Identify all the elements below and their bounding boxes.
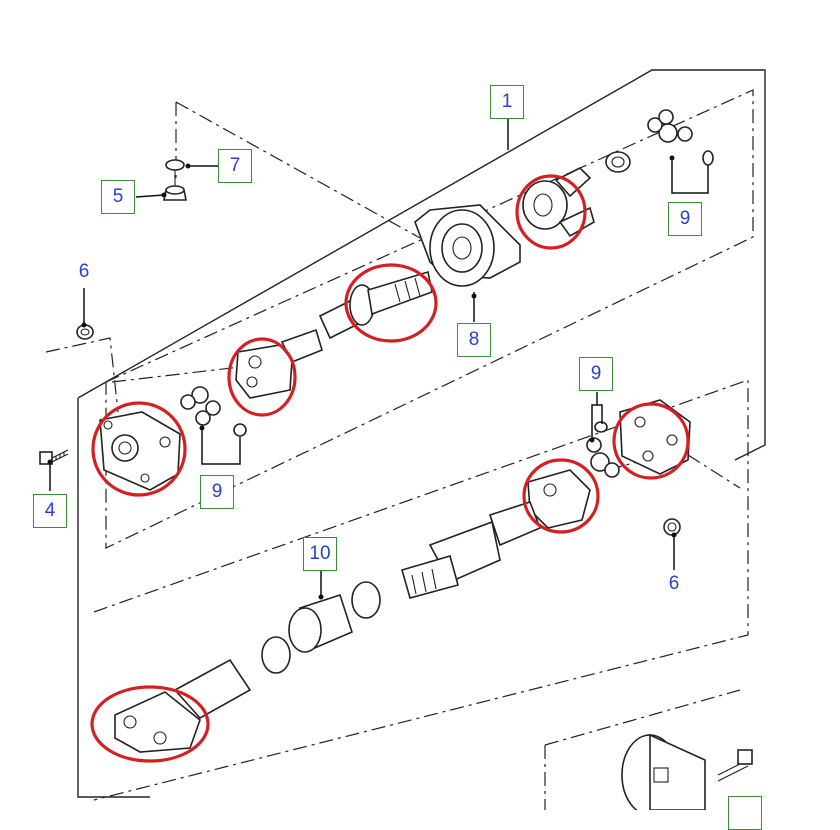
upper-dashed-boundary xyxy=(105,89,754,549)
boot-and-rings xyxy=(261,581,381,674)
center-bearing xyxy=(414,204,521,287)
highlight-rings xyxy=(90,174,690,763)
nut-6-lower xyxy=(663,518,681,536)
driveshaft-exploded-diagram xyxy=(39,69,766,810)
front-shaft xyxy=(318,270,433,340)
callout-5: 5 xyxy=(101,180,135,214)
bolt-part-4 xyxy=(39,449,69,465)
center-axis-dashed xyxy=(45,337,301,413)
callout-7: 7 xyxy=(218,149,252,183)
callout-9-right: 9 xyxy=(579,357,613,391)
bottom-right-parts xyxy=(621,733,753,810)
bracket-dashed xyxy=(175,101,421,239)
companion-flange xyxy=(99,411,181,491)
callout-6-upper: 6 xyxy=(78,261,90,282)
callout-6-lower: 6 xyxy=(668,573,680,594)
callout-9-top: 9 xyxy=(668,202,702,236)
leader-lines xyxy=(47,118,709,600)
nut-and-washer-5-7 xyxy=(163,159,187,201)
rear-slip-yoke xyxy=(114,658,252,753)
callout-partial-bottom-right xyxy=(728,796,762,830)
universal-joint-top xyxy=(647,109,714,166)
assembly-outline xyxy=(77,69,766,798)
rear-flange xyxy=(619,399,691,475)
lower-right-dashed-boundary xyxy=(544,689,741,810)
callout-4: 4 xyxy=(33,494,67,528)
universal-joint-left xyxy=(180,386,247,437)
universal-joint-right xyxy=(586,421,620,478)
callout-9-left: 9 xyxy=(200,475,234,509)
callout-8: 8 xyxy=(457,323,491,357)
nut-upper xyxy=(605,151,631,173)
callout-10: 10 xyxy=(303,537,337,571)
callout-1: 1 xyxy=(490,85,524,119)
lower-dashed-boundary xyxy=(93,379,749,801)
front-yoke xyxy=(235,328,323,399)
rear-shaft-tube xyxy=(401,501,542,599)
